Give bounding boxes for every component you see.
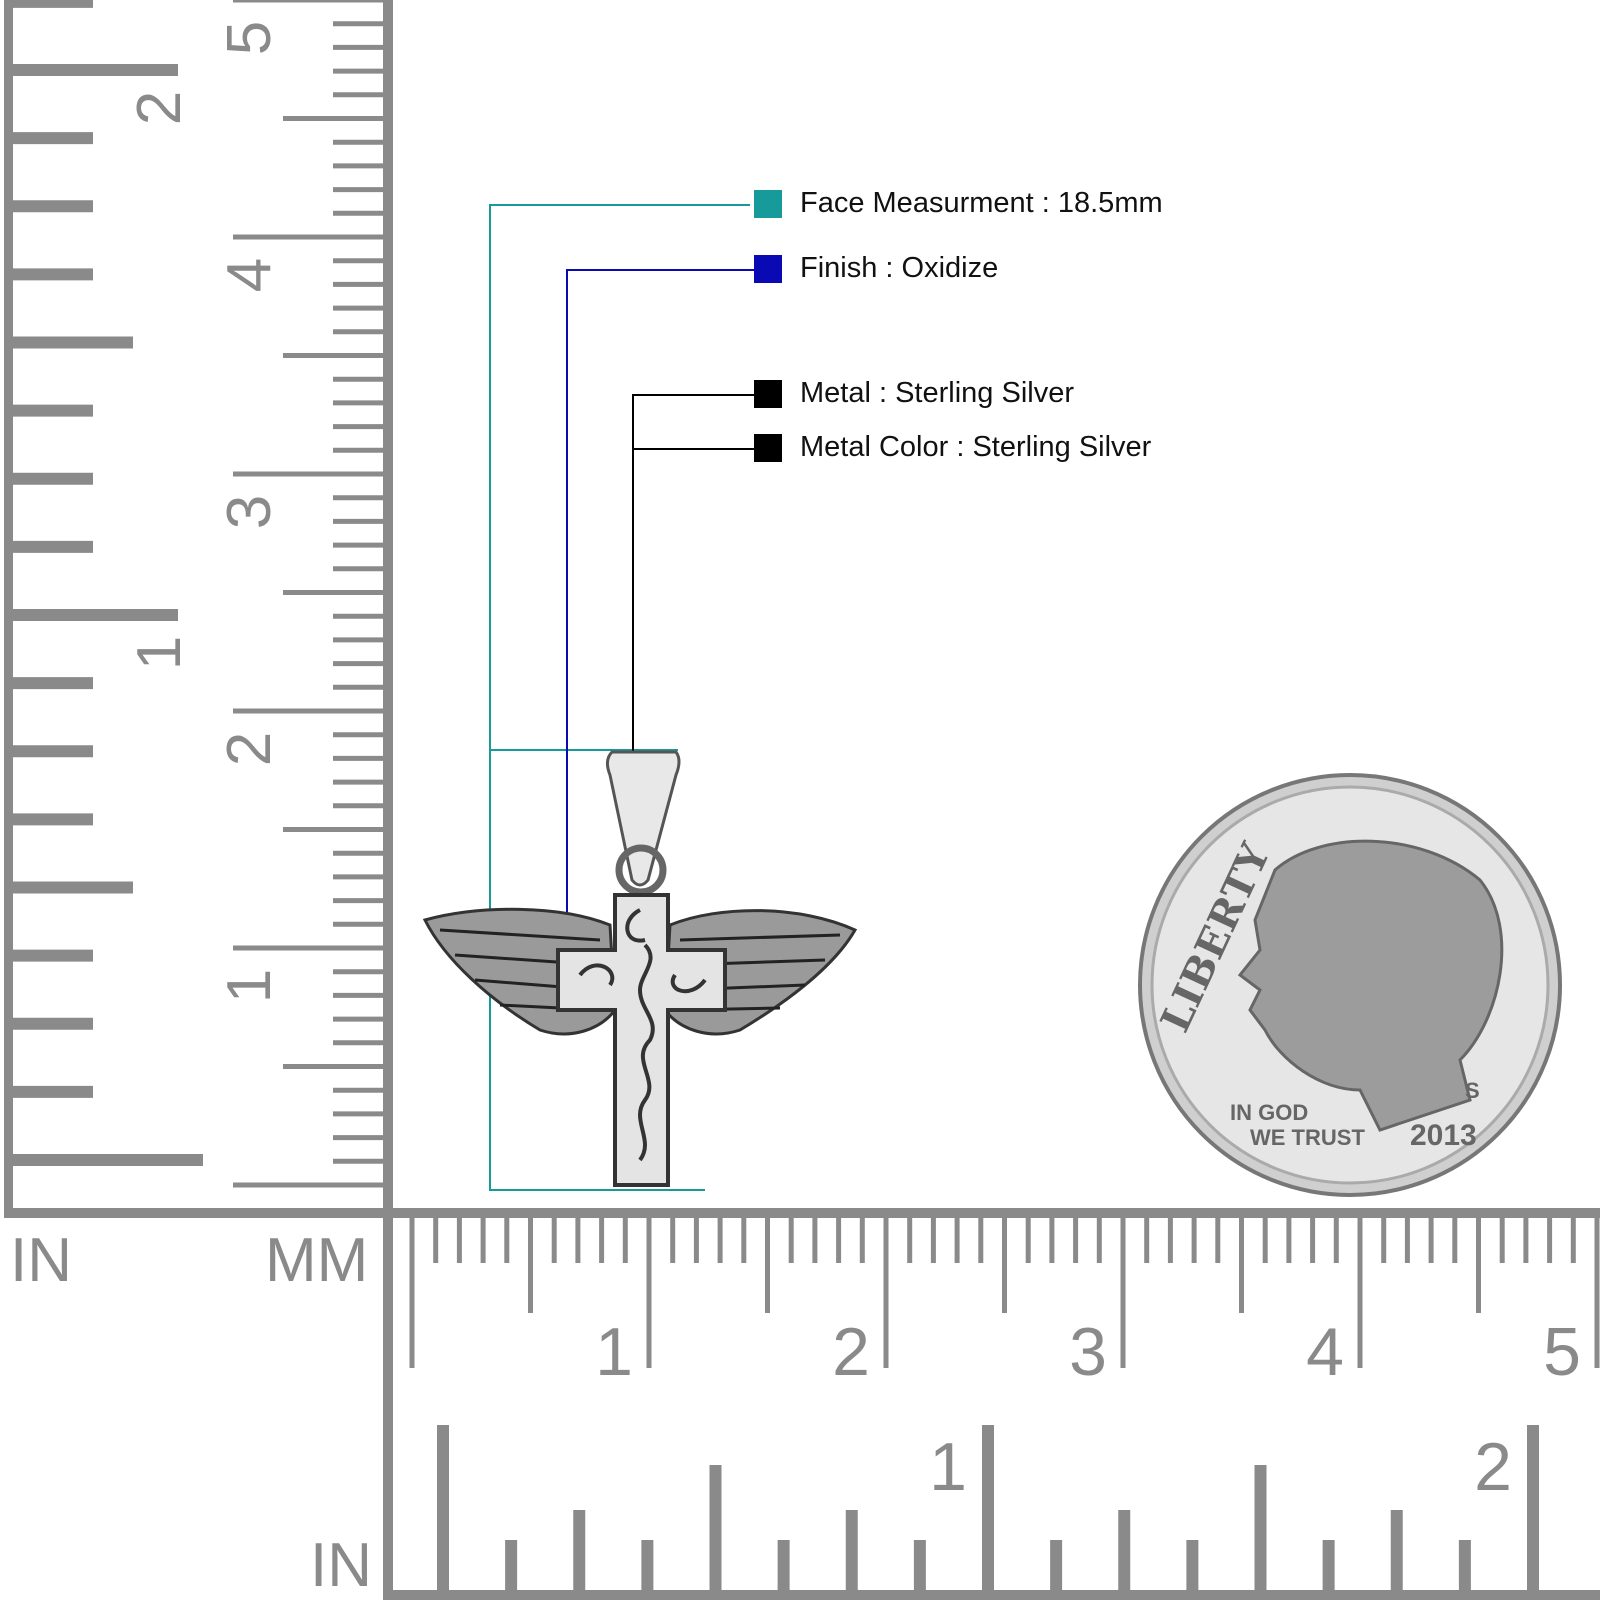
left-inch-unit-label: IN: [10, 1226, 72, 1295]
left-cm-number: 1: [215, 969, 284, 1003]
coin-motto-1: IN GOD: [1230, 1100, 1308, 1125]
spec-label: Metal : Sterling Silver: [800, 377, 1074, 409]
bottom-inch-number: 1: [929, 1429, 967, 1505]
ruler-frame: [383, 1590, 1600, 1600]
metal-line: [632, 394, 760, 825]
bottom-inch-number: 2: [1474, 1429, 1512, 1505]
bottom-cm-number: 5: [1543, 1314, 1581, 1390]
left-inch-number: 2: [125, 91, 194, 125]
jump-ring: [615, 844, 667, 896]
left-cm-number: 4: [215, 258, 284, 292]
spec-color-swatch: [754, 434, 782, 462]
bottom-cm-number: 2: [832, 1314, 870, 1390]
left-inch-number: 1: [125, 636, 194, 670]
left-mm-unit-label: MM: [265, 1226, 369, 1295]
left-cm-number: 3: [215, 495, 284, 529]
coin-motto-2: WE TRUST: [1250, 1125, 1365, 1150]
ruler-frame: [4, 0, 13, 1215]
spec-label: Finish : Oxidize: [800, 252, 999, 284]
spec-color-swatch: [754, 255, 782, 283]
bottom-inch-unit-label: IN: [310, 1531, 372, 1600]
ruler-frame: [4, 1208, 1600, 1218]
finish-line: [566, 269, 760, 935]
spec-label: Metal Color : Sterling Silver: [800, 431, 1152, 463]
bottom-cm-number: 1: [595, 1314, 633, 1390]
bottom-cm-number: 3: [1069, 1314, 1107, 1390]
bail: [605, 750, 681, 887]
left-cm-number: 2: [215, 732, 284, 766]
bottom-cm-number: 4: [1306, 1314, 1344, 1390]
left-cm-number: 5: [215, 21, 284, 55]
cross-pendant: [422, 750, 858, 1187]
coin-mint-mark: S: [1465, 1078, 1480, 1103]
spec-label: Face Measurment : 18.5mm: [800, 187, 1163, 219]
coin-year: 2013: [1410, 1119, 1477, 1152]
coin-portrait: [1237, 839, 1504, 1132]
ruler-frame: [383, 0, 393, 1600]
spec-color-swatch: [754, 190, 782, 218]
cross-scrollwork: [578, 908, 707, 1162]
dime-coin: LIBERTY IN GOD WE TRUST 2013 S: [1138, 773, 1562, 1197]
spec-color-swatch: [754, 380, 782, 408]
face-measurement-line: [489, 204, 750, 1191]
